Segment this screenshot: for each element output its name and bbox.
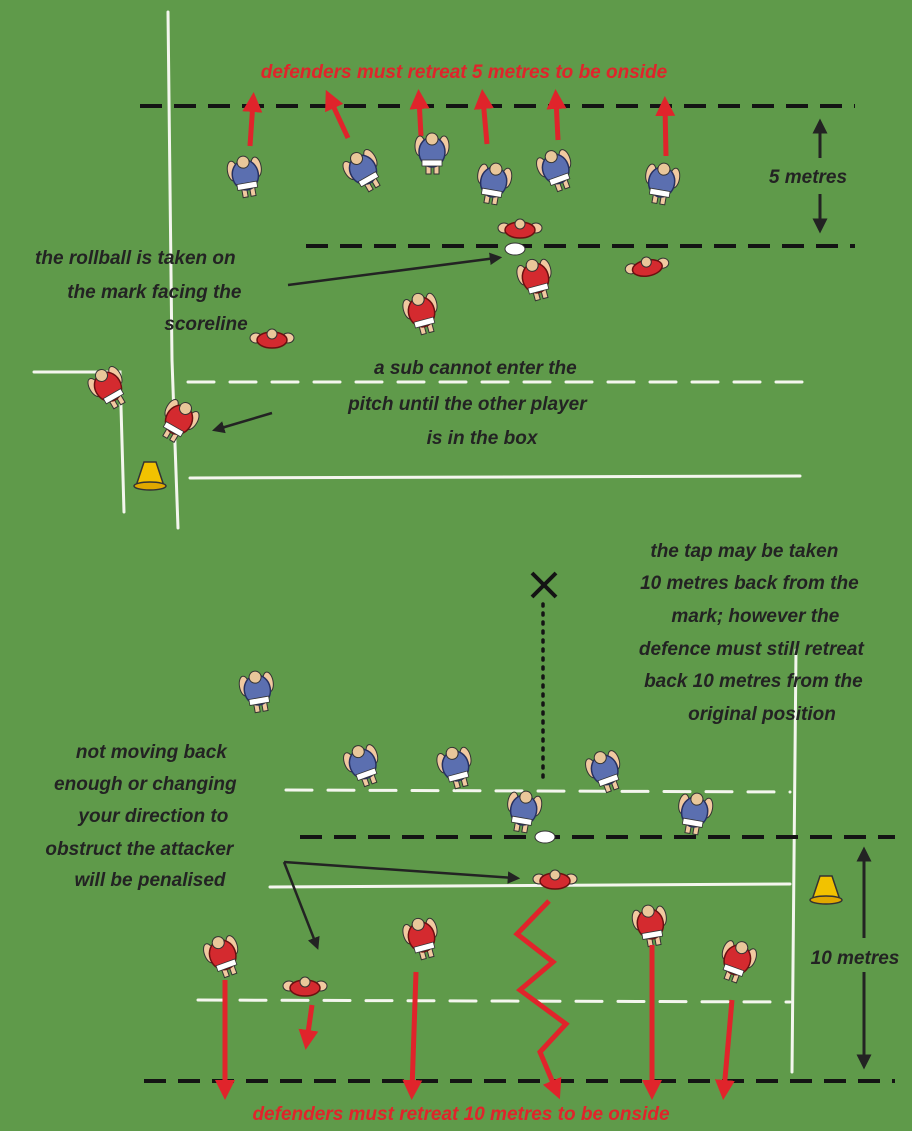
bottom-title: defenders must retreat 10 metres to be o… [252, 1104, 670, 1125]
top-title: defenders must retreat 5 metres to be on… [261, 62, 668, 83]
tap-mark-icon [530, 571, 558, 599]
ten-metres-label: 10 metres [811, 948, 900, 969]
retreat-arrows-top [242, 89, 676, 157]
cone-bottom [809, 875, 843, 905]
retreat-arrows-bottom [215, 899, 735, 1100]
ball-top [504, 242, 526, 256]
attackers-top [83, 218, 672, 491]
defenders-top [224, 132, 683, 208]
obstruct-note: not moving back enough or changing your … [45, 742, 242, 891]
rollball-pointer [287, 252, 503, 287]
tap-note: the tap may be taken 10 metres back from… [639, 541, 869, 725]
bottom-pitch-lines [196, 648, 798, 1074]
defenders-bottom [236, 667, 716, 844]
sub-pointer [212, 411, 273, 434]
five-metres-label: 5 metres [769, 167, 847, 188]
rollball-note: the rollball is taken on the mark facing… [35, 248, 248, 335]
cone-top [133, 461, 167, 491]
obstruct-pointers [282, 860, 521, 950]
sub-note: a sub cannot enter the pitch until the o… [347, 358, 592, 449]
top-pitch-lines [32, 10, 810, 530]
ball-bottom [534, 830, 556, 844]
